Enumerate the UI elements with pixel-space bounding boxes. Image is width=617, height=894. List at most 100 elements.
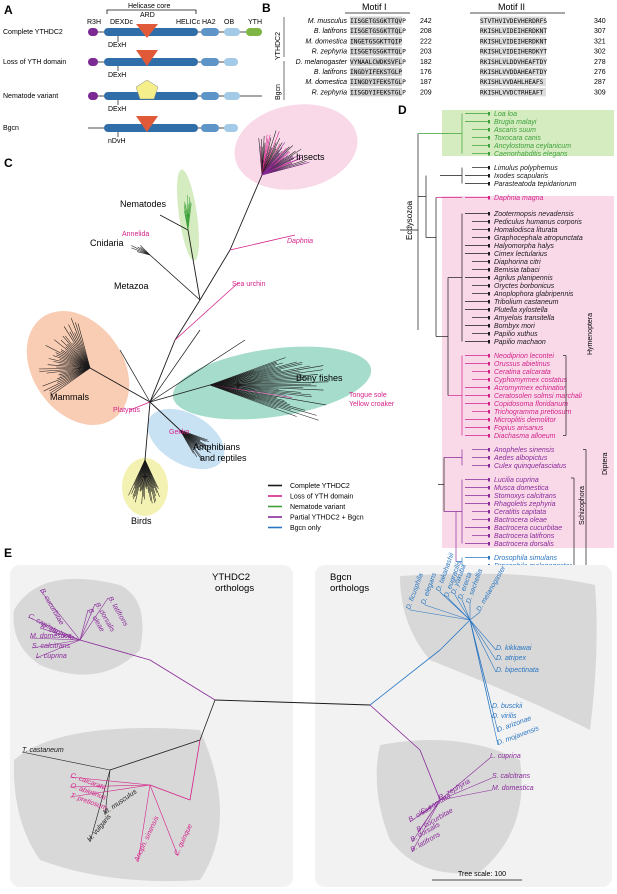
tree-branch [209,369,323,386]
tree-branch [128,459,146,496]
tree-e-branch [149,784,179,857]
leaf-tip-bar [488,332,490,336]
tree-branch [229,174,263,251]
leaf-tip-bar [488,244,490,248]
tree-e-branch [424,604,471,621]
tree-branch [70,318,91,369]
tree-e-branch [137,784,151,863]
tree-branch [159,214,189,231]
aln-motif1-pos: 208 [420,28,432,35]
tree-branch [261,161,307,176]
motif1-shade [350,26,402,36]
tree-branch [209,365,311,386]
taxon-label: Ixodes scapularis [494,173,549,180]
ard-triangle-2 [136,50,158,66]
tree-branch [261,130,277,176]
tree-e-leaf-label: D. bipectinata [496,667,539,674]
aln-motif2-seq: RKISHLVVDAHLHEAFS [480,79,544,86]
tree-branch [65,335,91,369]
tree-branch [119,349,151,403]
tree-branch [149,339,176,403]
tree-branch [56,366,91,369]
leaf-tip-bar [488,402,490,406]
leaf-tip-bar [488,276,490,280]
aln-motif1-pos: 203 [420,49,432,56]
leaf-tip-bar [488,502,490,506]
tree-e-branch [469,611,481,621]
helicc-label: HELICc [176,19,201,26]
aln-motif2-seq: RKISHLVVDCTRHEAFT [480,89,544,96]
row-bgcn-motif: nDvH [108,138,126,145]
ythdc2-lower-clade [13,728,220,882]
tree-branch [77,323,91,369]
tree-branch [62,335,91,369]
tree-branch [56,367,91,383]
tree-branch [56,354,91,369]
taxon-label: Lucilia cuprina [494,477,539,484]
taxon-label: Orussus abietinus [494,361,551,368]
tree-branch [261,149,287,176]
tree-e-branch [439,777,493,801]
diptera-label: Diptera [602,452,609,475]
taxon-label: Ancylostoma ceylanicum [493,143,571,150]
legend-item-label: Complete YTHDC2 [290,483,350,490]
taxon-label: Bombyx mori [494,323,535,330]
leaf-tip-bar [488,112,490,116]
leaf-tip-bar [488,196,490,200]
leaf-tip-bar [488,284,490,288]
leaf-tip-bar [488,394,490,398]
motif2-shade [480,47,546,56]
aln-motif1-seq: INGETGSGKTTQIP [350,38,402,45]
panel-b-label: B [262,1,271,15]
taxon-label: Stomoxys calcitrans [494,493,557,500]
leaf-tip-bar [488,152,490,156]
motif2-shade [480,87,546,97]
leaf-tip-bar [488,166,490,170]
tree-e-branch [189,739,201,801]
nematode-pentagon [135,79,159,100]
tree-branch [60,351,91,369]
tree-branch [199,249,231,301]
ob-label: OB [224,19,234,26]
motif2-shade [480,77,546,87]
tree-e-branch [79,597,109,641]
clade-cnidaria: Cnidaria [90,238,124,248]
tree-branch [149,254,201,301]
tree-branch [49,367,91,392]
aln-species: M. domestica [305,38,347,45]
tree-branch [209,384,319,421]
aln-species: B. latifrons [314,69,348,76]
clade-mammals: Mammals [50,392,90,402]
tree-branch [261,151,289,176]
taxon-label: Bactrocera cucurbitae [494,525,562,532]
taxon-label: Caenorhabditis elegans [494,151,568,158]
tree-e-branch [369,704,421,751]
tree-e-branch [469,619,497,673]
motif1-shade [350,57,402,66]
leaf-tip-bar [488,410,490,414]
tree-e-branch [69,784,151,798]
tree-e-branch [79,603,96,641]
tree-e-branch [214,699,371,706]
tree-e-leaf-label: T. castaneum [22,747,64,754]
tree-branch [39,367,91,372]
tree-branch [209,384,306,411]
tree-e-branch [149,659,216,701]
tree-branch [49,367,91,394]
leaf-tip-bar [488,268,490,272]
taxon-label: Pediculus humanus corporis [494,219,582,226]
tree-e-leaf-label: M. domestica [30,633,72,640]
ecdysozoa-label: Ecdysozoa [405,200,414,240]
dexdc-label: DEXDc [110,19,133,26]
leaf-tip-bar [488,120,490,124]
row-complete-motif: DExH [108,42,126,49]
ha2-label: HA2 [202,19,216,26]
aln-motif2-pos: 287 [594,79,606,86]
tree-branch [144,401,151,461]
tree-e-branch [411,799,441,843]
aln-motif2-pos: 278 [594,59,606,66]
legend-item-label: Partial YTHDC2 + Bgcn [290,515,364,522]
tree-branch [209,373,303,386]
aln-species: B. latifrons [314,28,348,35]
